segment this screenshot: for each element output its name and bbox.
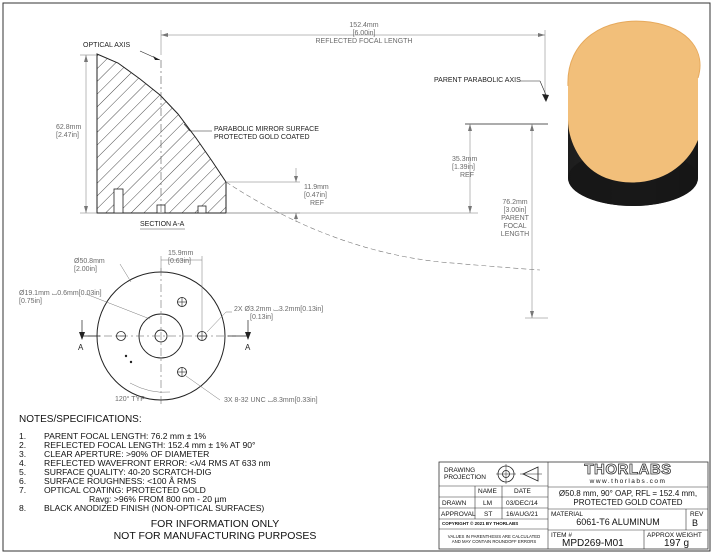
ref-in: [1.39in] [452, 164, 475, 171]
name-header: NAME [478, 488, 497, 495]
weight-label: APPROX WEIGHT [647, 532, 702, 539]
ref-mm: 35.3mm [452, 156, 478, 163]
mirror-surface-label: PARABOLIC MIRROR SURFACE PROTECTED GOLD … [214, 126, 319, 142]
diameter-in: [2.00in] [74, 266, 97, 273]
material-value: 6061-T6 ALUMINUM [576, 517, 660, 527]
offset-15-in: [0.63in] [168, 258, 191, 265]
section-mark-right: A [245, 343, 251, 352]
mirror-surface-line1: PARABOLIC MIRROR SURFACE [214, 126, 319, 133]
optical-axis-label: OPTICAL AXIS [83, 42, 131, 49]
rfl-dimension: 152.4mm [6.00in] REFLECTED FOCAL LENGTH [309, 22, 419, 46]
drawn-date: 03/DEC/14 [506, 500, 538, 507]
notes-title: NOTES/SPECIFICATIONS: [19, 414, 142, 425]
gold-mirror-face [567, 21, 700, 183]
approval-label: APPROVAL [441, 511, 476, 518]
rfl-label: REFLECTED FOCAL LENGTH [315, 38, 413, 45]
taps-callout: 3X 8-32 UNC ⌴8.3mm[0.33in] [224, 397, 318, 404]
pfl-in: [3.00in] [503, 207, 527, 214]
height-in: [2.47in] [56, 132, 79, 139]
description-line2: PROTECTED GOLD COATED [573, 498, 683, 507]
description-line1: Ø50.8 mm, 90° OAP, RFL = 152.4 mm, [558, 489, 698, 498]
section-mark-left: A [78, 343, 84, 352]
date-header: DATE [514, 488, 531, 495]
pfl-l2: FOCAL [503, 223, 527, 230]
offset-mm: 11.9mm [304, 184, 329, 191]
weight-value: 197 g [664, 538, 690, 549]
offset-15-mm: 15.9mm [168, 250, 194, 257]
approval-name: ST [484, 511, 493, 518]
thorlabs-logo: THORLABS www.thorlabs.com [548, 461, 708, 485]
material-label: MATERIAL [551, 511, 584, 518]
rfl-mm: 152.4mm [349, 22, 379, 29]
diameter-dimension: Ø50.8mm [2.00in] [74, 258, 105, 274]
title-block [438, 461, 709, 550]
logo-text: THORLABS [584, 461, 672, 478]
disclaimer: FOR INFORMATION ONLY NOT FOR MANUFACTURI… [90, 518, 340, 542]
website: www.thorlabs.com [589, 478, 667, 485]
diameter-mm: Ø50.8mm [74, 258, 105, 265]
drawing-projection-label: DRAWING PROJECTION [444, 467, 486, 481]
ref-label: REF [460, 172, 474, 179]
rfl-in: [6.00in] [352, 30, 376, 37]
offset-15-dimension: 15.9mm [0.63in] [168, 250, 193, 266]
section-label: SECTION A-A [140, 221, 185, 228]
bore-in: [0.75in] [19, 298, 42, 305]
item-label: ITEM # [551, 532, 572, 539]
offset-in: [0.47in] [304, 192, 327, 199]
angle-callout: 120° TYP [115, 396, 145, 403]
bore-spec: Ø19.1mm ⌴0.6mm[0.03in] [19, 290, 102, 297]
approval-date: 16/AUG/21 [506, 511, 539, 518]
rev-value: B [692, 518, 699, 528]
ref-dimension: 35.3mm [1.39in] REF [452, 156, 477, 180]
parent-axis-label: PARENT PARABOLIC AXIS [434, 77, 521, 84]
pfl-l3: LENGTH [500, 231, 530, 238]
pfl-mm: 76.2mm [502, 199, 528, 206]
section-hatch [96, 53, 227, 214]
pins-spec: 2X Ø3.2mm ⌴3.2mm[0.13in] [234, 306, 324, 313]
rev-label: REV [690, 511, 704, 518]
pfl-l1: PARENT [501, 215, 529, 222]
offset-ref: REF [310, 200, 324, 207]
offset-dimension: 11.9mm [0.47in] REF [304, 184, 329, 208]
pins-in: [0.13in] [250, 314, 273, 321]
mirror-3d-render [567, 20, 701, 206]
disclaimer-line1: FOR INFORMATION ONLY [150, 518, 280, 530]
part-description: Ø50.8 mm, 90° OAP, RFL = 152.4 mm, PROTE… [549, 489, 707, 507]
bore-callout: Ø19.1mm ⌴0.6mm[0.03in] [0.75in] [19, 290, 102, 306]
bottom-view [79, 256, 251, 404]
pfl-dimension: 76.2mm [3.00in] PARENT FOCAL LENGTH [500, 199, 530, 239]
drawn-label: DRAWN [442, 500, 467, 507]
drawn-name: LM [483, 500, 493, 507]
mirror-surface-line2: PROTECTED GOLD COATED [214, 134, 310, 141]
item-number: MPD269-M01 [562, 538, 624, 549]
copyright: COPYRIGHT © 2021 BY THORLABS [442, 521, 519, 526]
height-mm: 62.8mm [56, 124, 82, 131]
section-view [80, 30, 549, 319]
disclaimer-line2: NOT FOR MANUFACTURING PURPOSES [113, 530, 317, 542]
values-note: VALUES IN PARENTHESIS ARE CALCULATED AND… [447, 534, 541, 544]
height-dimension: 62.8mm [2.47in] [56, 124, 81, 140]
pins-callout: 2X Ø3.2mm ⌴3.2mm[0.13in] [0.13in] [234, 306, 323, 322]
